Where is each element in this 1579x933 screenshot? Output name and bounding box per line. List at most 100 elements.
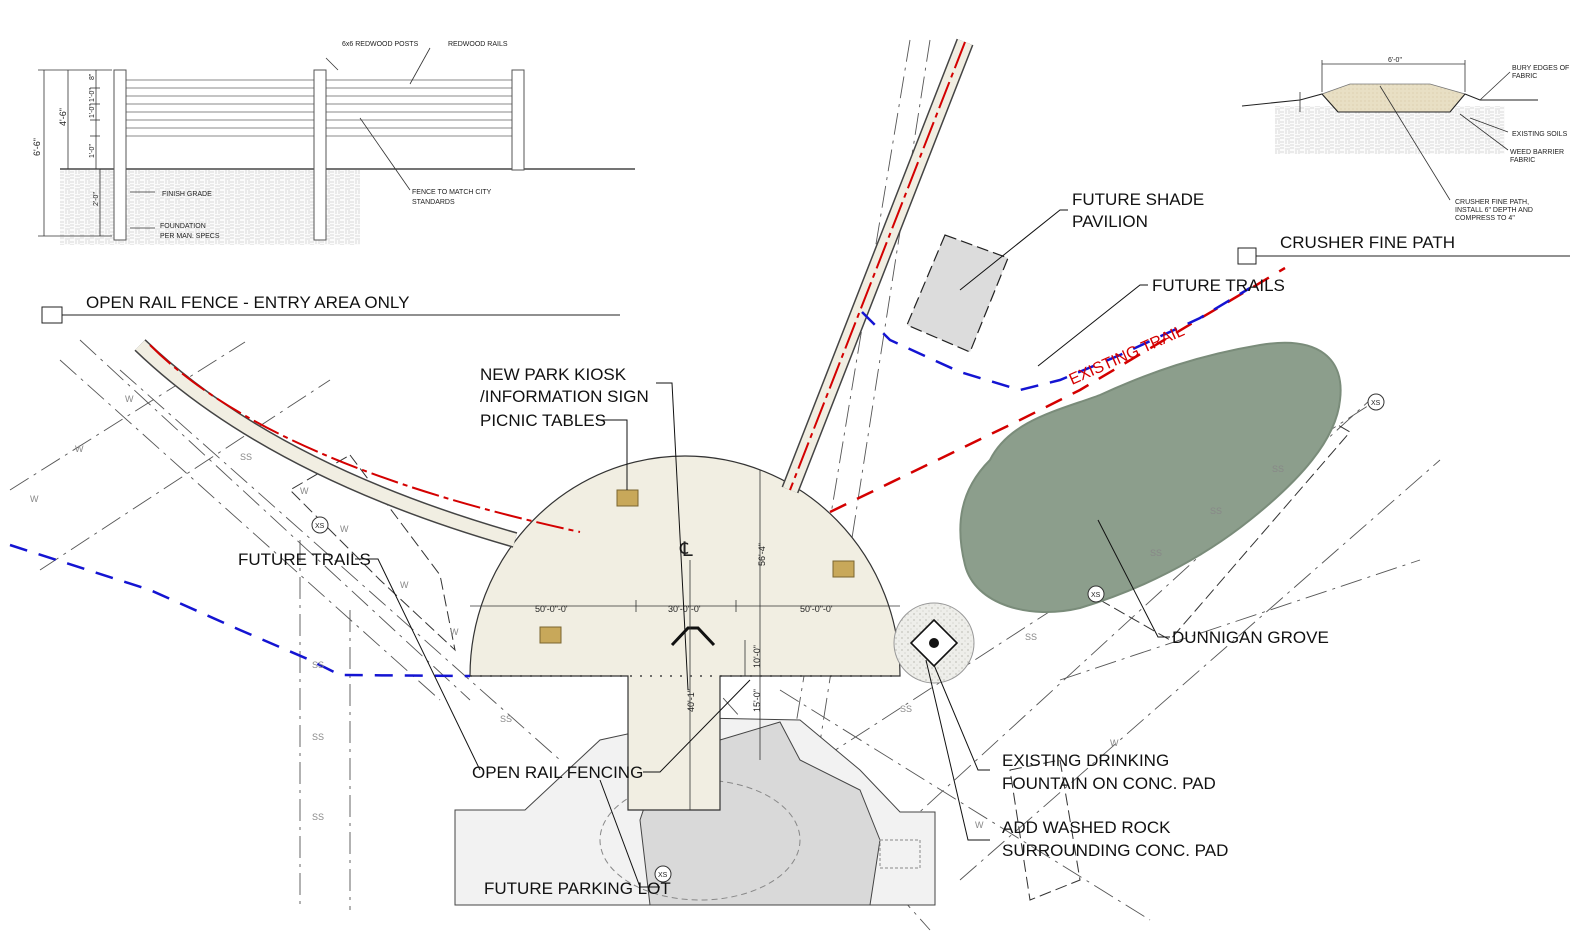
water-label-1: W — [125, 394, 134, 404]
dim-right-span: 50'-0"-0' — [800, 604, 833, 614]
fence-note-match-1: FENCE TO MATCH CITY — [412, 189, 492, 196]
fence-note-posts: 6x6 REDWOOD POSTS — [342, 41, 419, 48]
water-label-2: W — [75, 444, 84, 454]
label-grove: DUNNIGAN GROVE — [1172, 628, 1329, 647]
sewer-label-8: SS — [1150, 548, 1162, 558]
fence-note-grade: FINISH GRADE — [162, 191, 212, 198]
water-label-4: W — [300, 486, 309, 496]
fence-note-rails: REDWOOD RAILS — [448, 41, 508, 48]
path-note-weed-2: FABRIC — [1510, 157, 1535, 164]
utility-labels: W W W W W W W W W SS SS SS SS SS SS SS S… — [30, 394, 1284, 830]
valve-icon-1 — [311, 516, 329, 534]
fence-dim-overall: 6'-6" — [32, 138, 42, 156]
label-fountain-2: FOUNTAIN ON CONC. PAD — [1002, 774, 1216, 793]
sewer-label-9: SS — [1210, 506, 1222, 516]
sewer-label-6: SS — [900, 704, 912, 714]
label-kiosk-2: /INFORMATION SIGN — [480, 387, 649, 406]
dim-ten: 10'-0" — [752, 645, 762, 668]
label-fountain-1: EXISTING DRINKING — [1002, 751, 1169, 770]
parking-stall — [879, 839, 921, 869]
shade-pavilion — [906, 234, 1009, 353]
label-pavilion-2: PAVILION — [1072, 212, 1148, 231]
label-picnic: PICNIC TABLES — [480, 411, 606, 430]
fence-detail: 6'-6" 4'-6" 8" 1'-0" 1'-0" 1'-0" 2'-0" 6… — [32, 41, 635, 324]
fence-dim-rail-2: 1'-0" — [89, 88, 96, 102]
fence-dim-below: 2'-0" — [93, 192, 100, 206]
sewer-label-1: SS — [240, 452, 252, 462]
path-note-weed-1: WEED BARRIER — [1510, 149, 1564, 156]
valve-icon-4 — [654, 865, 672, 883]
valve-label-3: XS — [1371, 400, 1381, 407]
park-kiosk-sign — [670, 626, 716, 647]
west-path-redline — [149, 344, 581, 533]
path-note-bury-2: FABRIC — [1512, 73, 1537, 80]
fence-dim-above: 4'-6" — [58, 108, 68, 126]
fence-dim-rail-1: 8" — [89, 73, 96, 80]
water-label-3: W — [30, 494, 39, 504]
path-note-crusher-2: INSTALL 6" DEPTH AND — [1455, 207, 1533, 214]
valve-icon-2 — [1087, 585, 1105, 603]
sewer-label-10: SS — [1272, 464, 1284, 474]
valve-label-1: XS — [315, 523, 325, 530]
leader-lines — [355, 209, 1170, 888]
sewer-label-4: SS — [312, 812, 324, 822]
sewer-label-3: SS — [312, 732, 324, 742]
plaza-centerline: ℄ — [679, 537, 693, 561]
dim-fifteen: 15'-0" — [752, 689, 762, 712]
fence-note-foundation-2: PER MAN. SPECS — [160, 233, 220, 240]
path-dim-width: 6'-0" — [1388, 57, 1402, 64]
path-detail-title: CRUSHER FINE PATH — [1280, 233, 1455, 252]
path-note-bury-1: BURY EDGES OF — [1512, 65, 1569, 72]
picnic-table-3 — [539, 626, 562, 644]
dim-mid-span: 30'-0"-0' — [668, 604, 701, 614]
picnic-table-2 — [832, 560, 855, 578]
picnic-table-1 — [616, 489, 639, 507]
label-rock-1: ADD WASHED ROCK — [1002, 818, 1171, 837]
sewer-label-7: SS — [1025, 632, 1037, 642]
fence-dim-rail-3: 1'-0" — [89, 104, 96, 118]
valve-icon-3 — [1367, 393, 1385, 411]
fence-dim-rail-4: 1'-0" — [89, 144, 96, 158]
fence-post-3 — [511, 69, 525, 171]
sewer-label-5: SS — [500, 714, 512, 724]
existing-trail-red — [829, 266, 1286, 514]
fence-post-1 — [113, 69, 127, 241]
dim-stem: 40'-1" — [686, 689, 696, 712]
path-note-soils: EXISTING SOILS — [1512, 131, 1568, 138]
drinking-fountain-icon — [929, 638, 939, 648]
fence-post-2 — [313, 69, 327, 241]
path-detail-key-box — [1237, 247, 1257, 265]
fence-note-match-2: STANDARDS — [412, 199, 455, 206]
label-kiosk-1: NEW PARK KIOSK — [480, 365, 627, 384]
label-trails-right: FUTURE TRAILS — [1152, 276, 1285, 295]
label-trails-left: FUTURE TRAILS — [238, 550, 371, 569]
path-grade-line — [1241, 93, 1538, 113]
fence-soil-hatch — [60, 170, 360, 245]
future-trail-blue-left — [9, 543, 471, 678]
water-label-5: W — [340, 524, 349, 534]
west-path — [134, 339, 518, 548]
fence-note-foundation-1: FOUNDATION — [160, 223, 206, 230]
path-note-crusher-3: COMPRESS TO 4" — [1455, 215, 1515, 222]
dunnigan-grove — [959, 341, 1342, 614]
water-label-9: W — [1110, 738, 1119, 748]
path-note-crusher-1: CRUSHER FINE PATH, — [1455, 199, 1529, 206]
water-label-7: W — [450, 627, 459, 637]
west-path-fill — [135, 340, 517, 547]
sewer-label-2: SS — [312, 660, 324, 670]
valve-markers: XS XS XS XS — [311, 393, 1385, 883]
fence-detail-key-box — [41, 306, 63, 324]
site-plan: ℄ 50'-0"-0' 30'-0"-0' 50'-0"-0' 56'-4" 4… — [9, 38, 1441, 931]
valve-label-4: XS — [658, 872, 668, 879]
picnic-tables — [539, 489, 855, 644]
path-soil-hatch — [1275, 106, 1505, 154]
label-parking: FUTURE PARKING LOT — [484, 879, 671, 898]
valve-label-2: XS — [1091, 592, 1101, 599]
label-rock-2: SURROUNDING CONC. PAD — [1002, 841, 1228, 860]
path-detail: 6'-0" BURY EDGES OF FABRIC EXISTING SOIL… — [1237, 57, 1570, 265]
north-path-redline — [789, 41, 966, 491]
water-label-8: W — [975, 820, 984, 830]
dim-plaza-height: 56'-4" — [757, 543, 767, 566]
fence-detail-title: OPEN RAIL FENCE - ENTRY AREA ONLY — [86, 293, 409, 312]
